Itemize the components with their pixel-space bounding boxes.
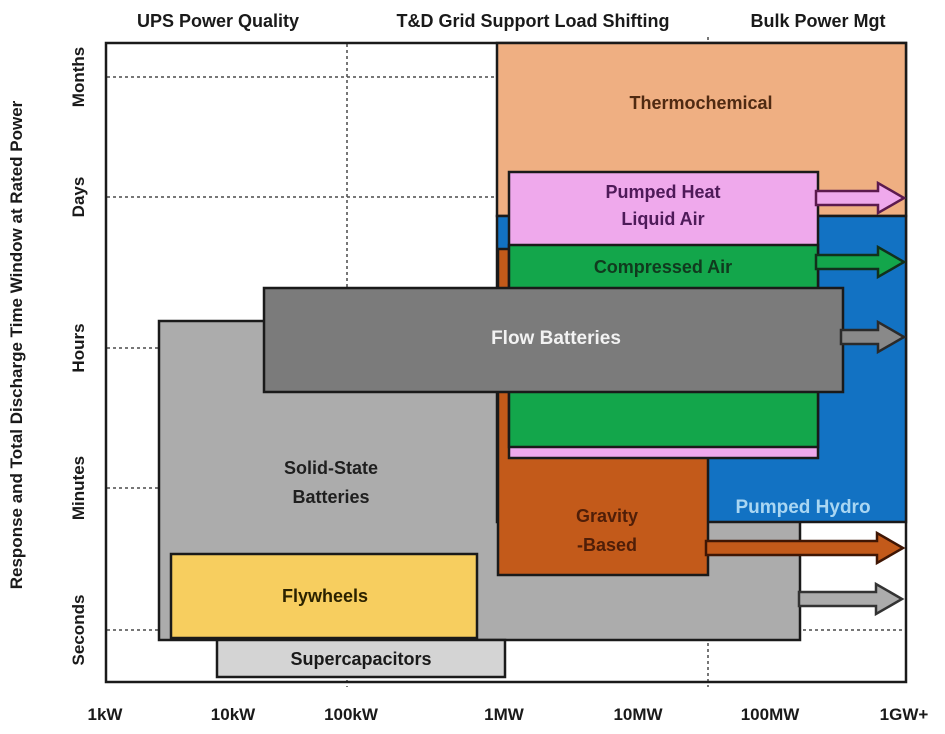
supercapacitors-box xyxy=(215,638,507,679)
pumped-heat-liquid-air-label-0: Pumped Heat xyxy=(605,182,720,202)
flywheels-box xyxy=(169,552,479,640)
y-tick-label-1: Days xyxy=(69,177,88,218)
pumped-heat-arrow xyxy=(814,180,907,216)
flywheels-label-0: Flywheels xyxy=(282,586,368,606)
thermochemical-label-0: Thermochemical xyxy=(629,93,772,113)
x-tick-label-4: 10MW xyxy=(613,705,663,724)
solid-state-batteries-label-1: Batteries xyxy=(292,487,369,507)
x-tick-label-3: 1MW xyxy=(484,705,525,724)
pumped-heat-liquid-air-label-1: Liquid Air xyxy=(621,209,704,229)
supercapacitors-label-0: Supercapacitors xyxy=(290,649,431,669)
pumped-hydro-label-0: Pumped Hydro xyxy=(735,497,870,518)
x-tick-label-6: 1GW+ xyxy=(880,705,929,724)
x-tick-label-2: 100kW xyxy=(324,705,379,724)
solid-state-batteries-label-0: Solid-State xyxy=(284,458,378,478)
gravity-based-label-0: Gravity xyxy=(576,506,638,526)
x-tick-label-5: 100MW xyxy=(741,705,801,724)
y-tick-label-0: Months xyxy=(69,47,88,107)
compressed-air-label-0: Compressed Air xyxy=(594,257,732,277)
y-tick-label-3: Minutes xyxy=(69,456,88,520)
y-tick-label-4: Seconds xyxy=(69,595,88,666)
x-tick-label-1: 10kW xyxy=(211,705,256,724)
solid-state-arrow xyxy=(797,581,905,617)
region-label-2: Bulk Power Mgt xyxy=(750,11,885,31)
x-tick-label-0: 1kW xyxy=(88,705,124,724)
flow-batteries-arrow xyxy=(839,319,907,355)
flow-batteries-label-0: Flow Batteries xyxy=(491,328,621,349)
gravity-based-label-1: -Based xyxy=(577,535,637,555)
compressed-air-arrow xyxy=(814,244,907,280)
y-axis-title: Response and Total Discharge Time Window… xyxy=(7,100,26,589)
y-tick-label-2: Hours xyxy=(69,323,88,372)
gravity-based-arrow xyxy=(704,530,906,566)
region-label-1: T&D Grid Support Load Shifting xyxy=(397,11,670,31)
flow-batteries-box xyxy=(262,286,845,394)
region-label-0: UPS Power Quality xyxy=(137,11,299,31)
